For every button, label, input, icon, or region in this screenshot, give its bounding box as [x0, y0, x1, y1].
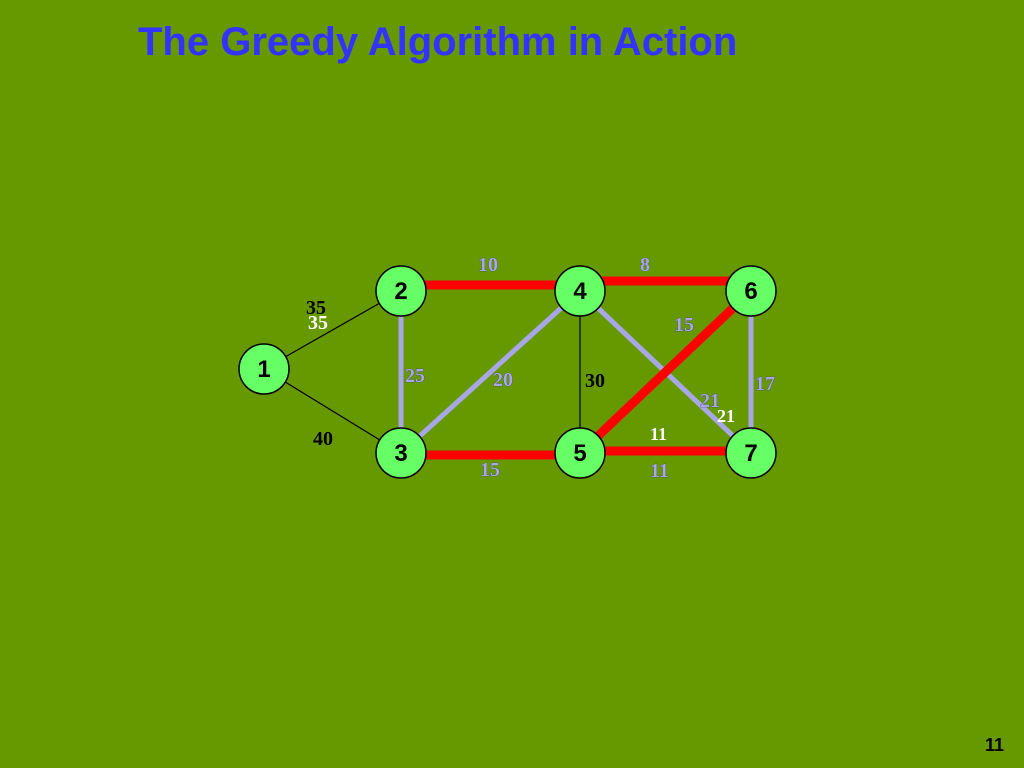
edge-weight-labels: 35 35 40 10 8 25 20 30 21 21 15 17 15 11… [306, 254, 775, 483]
weight-label-2-4: 10 [478, 254, 498, 276]
weight-label-6-7: 17 [755, 373, 775, 395]
weight-label-2-3: 25 [405, 365, 425, 387]
node-5: 5 [554, 427, 606, 479]
node-7: 7 [725, 427, 777, 479]
node-1: 1 [238, 343, 290, 395]
weight-label-3-4: 20 [493, 369, 513, 391]
node-label-2: 2 [394, 278, 407, 305]
weight-label-1-3: 40 [313, 428, 333, 450]
weight-label-5-7-shadow: 11 [650, 424, 667, 444]
edge-1-3 [263, 368, 402, 454]
node-label-7: 7 [744, 440, 757, 467]
node-label-4: 4 [573, 278, 587, 305]
weight-label-5-7: 11 [650, 460, 669, 482]
graph-edges [263, 276, 755, 460]
graph-nodes: 1 2 3 4 5 6 7 [238, 265, 777, 479]
weight-label-1-2: 35 [306, 297, 326, 319]
node-2: 2 [375, 265, 427, 317]
weight-label-1-2-shadow: 35 [308, 312, 328, 334]
edge-5-6 [576, 287, 755, 457]
slide-title: The Greedy Algorithm in Action [138, 20, 738, 64]
node-4: 4 [554, 265, 606, 317]
weight-label-5-6: 15 [674, 314, 694, 336]
node-label-3: 3 [394, 440, 407, 467]
edge-1-2 [263, 290, 402, 370]
weight-label-4-5: 30 [585, 370, 605, 392]
page-number: 11 [984, 735, 1004, 755]
weight-label-4-7: 21 [700, 390, 720, 412]
node-label-1: 1 [257, 356, 270, 383]
node-label-6: 6 [744, 278, 757, 305]
node-3: 3 [375, 427, 427, 479]
node-6: 6 [725, 265, 777, 317]
weight-label-4-7-shadow: 21 [717, 406, 735, 426]
node-label-5: 5 [573, 440, 586, 467]
weight-label-4-6: 8 [640, 254, 650, 276]
edge-3-4 [399, 289, 582, 455]
weight-label-3-5: 15 [480, 459, 500, 481]
